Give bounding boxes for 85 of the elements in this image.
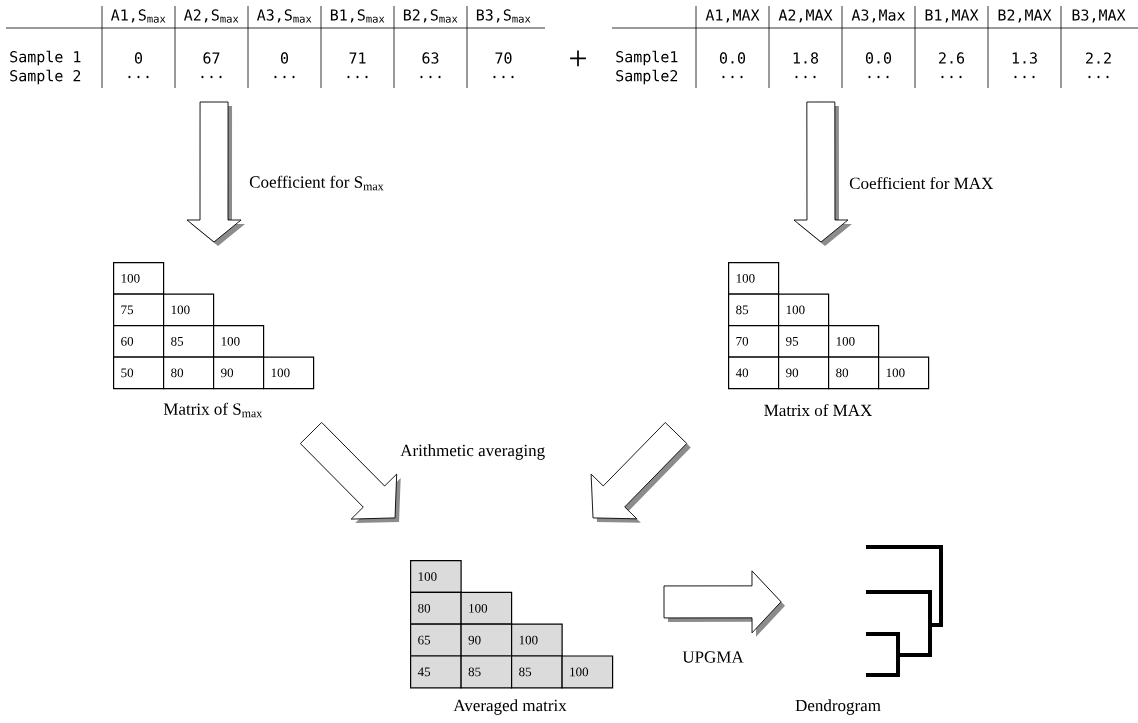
- table-cell: 1.3: [1012, 52, 1037, 64]
- column-header: B2,MAX: [998, 9, 1052, 23]
- table-cell: 0.0: [719, 52, 746, 64]
- table-cell: 0: [134, 52, 143, 64]
- column-header: A1,S$_{max}$: [110, 9, 166, 23]
- row-label: Sample 1: [10, 50, 81, 66]
- matrix-caption: Averaged matrix: [453, 699, 567, 715]
- column-header: A3,S$_{max}$: [257, 9, 312, 23]
- matrix-cell: 85: [511, 655, 563, 689]
- table-cell: ...: [420, 75, 441, 79]
- table-cell: 0: [280, 52, 289, 64]
- matrix-caption: Matrix of S$_{max}$: [163, 402, 263, 418]
- block-arrow: [793, 101, 852, 246]
- table-cell: ...: [274, 75, 295, 79]
- row-label: Sample2: [616, 69, 678, 85]
- matrix-cell: 100: [561, 655, 614, 689]
- table-cell: ...: [722, 75, 743, 79]
- column-header: B3,MAX: [1072, 9, 1126, 23]
- table-cell: 70: [495, 52, 512, 64]
- block-arrow: [299, 422, 401, 524]
- column-header: B2,S$_{max}$: [403, 9, 458, 23]
- matrix-cell: 50: [113, 356, 165, 390]
- edge-label: UPGMA: [682, 651, 744, 663]
- column-header: B1,S$_{max}$: [330, 9, 385, 23]
- matrix-cell: 100: [410, 560, 462, 593]
- table-cell: 0.0: [865, 52, 892, 64]
- column-header: A2,S$_{max}$: [183, 9, 239, 23]
- matrix-cell: 85: [728, 293, 780, 327]
- matrix-cell: 85: [163, 325, 215, 358]
- dendrogram-label: Dendrogram: [795, 699, 881, 715]
- matrix-cell: 45: [410, 655, 462, 689]
- matrix-cell: 40: [728, 356, 780, 390]
- matrix-cell: 100: [778, 293, 830, 327]
- table-cell: 71: [349, 52, 366, 64]
- table-cell: ...: [868, 75, 889, 79]
- plus-sign: +: [570, 50, 586, 67]
- matrix-cell: 70: [728, 325, 780, 358]
- matrix-caption: Matrix of MAX: [764, 403, 872, 417]
- matrix-cell: 80: [828, 356, 880, 390]
- column-header: A3,Max: [851, 9, 906, 23]
- matrix-cell: 90: [460, 623, 513, 657]
- matrix-cell: 95: [778, 325, 830, 358]
- block-arrow: [186, 101, 245, 246]
- table-cell: 2.6: [939, 52, 965, 64]
- row-label: Sample1: [616, 50, 678, 66]
- column-header: B1,MAX: [925, 9, 979, 23]
- table-cell: ...: [795, 75, 816, 79]
- matrix-cell: 100: [511, 623, 563, 657]
- table-cell: ...: [1088, 75, 1109, 79]
- matrix-cell: 100: [728, 262, 780, 295]
- edge-label: Coefficient for S$_{max}$: [249, 175, 384, 191]
- table-cell: ...: [201, 75, 222, 79]
- matrix-cell: 60: [113, 325, 165, 358]
- table-cell: 2.2: [1086, 52, 1111, 64]
- matrix-cell: 100: [878, 356, 930, 390]
- column-header: B3,S$_{max}$: [476, 9, 531, 23]
- table-cell: 1.8: [793, 52, 819, 64]
- dendrogram-drawing: [866, 545, 943, 677]
- matrix-cell: 80: [410, 591, 462, 625]
- matrix-cell: 100: [213, 325, 265, 358]
- table-cell: 63: [422, 52, 439, 64]
- matrix-cell: 100: [460, 591, 513, 625]
- table-cell: ...: [941, 75, 962, 79]
- edge-label: Coefficient for MAX: [849, 176, 994, 190]
- row-label: Sample 2: [10, 69, 81, 85]
- matrix-cell: 65: [410, 623, 462, 657]
- table-cell: ...: [347, 75, 368, 79]
- block-arrow: [590, 422, 691, 523]
- matrix-cell: 100: [828, 325, 880, 358]
- edge-label: Arithmetic averaging: [400, 444, 545, 460]
- matrix-cell: 100: [163, 293, 215, 327]
- matrix-cell: 90: [213, 356, 265, 390]
- table-cell: ...: [1014, 75, 1035, 79]
- table-cell: 67: [203, 52, 220, 64]
- matrix-cell: 90: [778, 356, 830, 390]
- matrix-cell: 85: [460, 655, 513, 689]
- column-header: A1,MAX: [705, 9, 760, 23]
- matrix-cell: 100: [113, 262, 165, 295]
- column-header: A2,MAX: [778, 9, 833, 23]
- block-arrow: [663, 570, 785, 637]
- matrix-cell: 75: [113, 293, 165, 327]
- matrix-cell: 80: [163, 356, 215, 390]
- matrix-cell: 100: [263, 356, 315, 390]
- table-cell: ...: [493, 75, 514, 79]
- table-cell: ...: [128, 75, 149, 79]
